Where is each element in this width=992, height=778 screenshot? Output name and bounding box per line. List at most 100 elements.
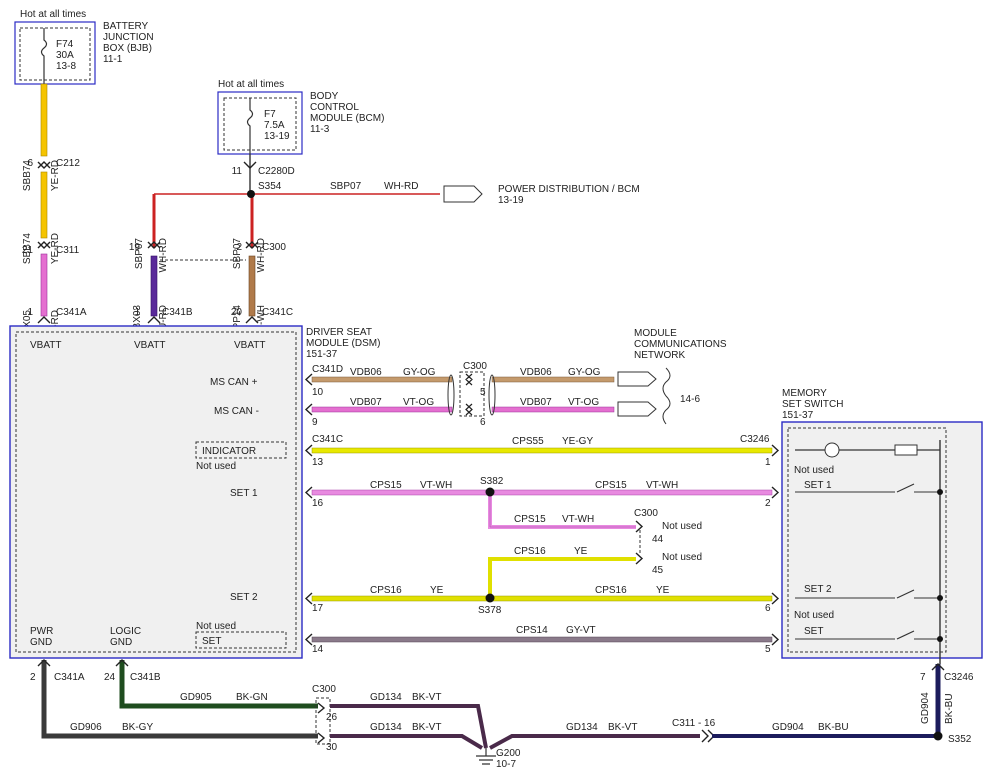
label-circuits-cps16: CPS16 <box>595 585 627 596</box>
label-circuits-ye-gy: YE-GY <box>562 436 593 447</box>
label-connectors-c311-16: C311 - 16 <box>672 718 716 729</box>
label-pins-p5: 5 <box>765 644 771 655</box>
driver-seat-module: VBATT VBATT VBATT MS CAN + MS CAN - INDI… <box>9 325 380 659</box>
label-circuits-vt-rd: VT-RD <box>50 310 61 340</box>
label-bcm-name-2: MODULE (BCM) <box>310 113 384 124</box>
label-power-dist-ref: 13-19 <box>498 195 524 206</box>
label-bcm-ref: 11-3 <box>310 124 330 135</box>
label-dsm-not-used: Not used <box>662 521 702 532</box>
label-circuits-cps15: CPS15 <box>595 480 627 491</box>
label-dsm-ref: 151-37 <box>306 349 338 360</box>
label-circuits-gd906: GD906 <box>70 722 102 733</box>
label-bcm-name-0: BODY <box>310 91 339 102</box>
label-connectors-c341d: C341D <box>312 364 343 375</box>
label-pins-p2: 2 <box>765 498 771 509</box>
label-pins-p13: 13 <box>312 457 324 468</box>
label-pins-p24: 24 <box>104 672 116 683</box>
label-mcn-name-1: COMMUNICATIONS <box>634 339 727 350</box>
label-dsm-vbatt: VBATT <box>134 340 165 351</box>
fuse-f74-rating: 30A <box>56 50 74 61</box>
label-pins-p20: 20 <box>231 307 243 318</box>
label-connectors-c300: C300 <box>463 361 487 372</box>
fuse-f74-id: F74 <box>56 39 74 50</box>
label-connectors-c341c: C341C <box>312 434 343 445</box>
label-circuits-cps55: CPS55 <box>512 436 544 447</box>
label-connectors-c341c: C341C <box>262 307 293 318</box>
label-connectors-c300: C300 <box>634 508 658 519</box>
label-pins-p11: 11 <box>232 166 243 177</box>
memory-set-switch: MEMORY SET SWITCH 151-37 Not used SET 1 … <box>781 388 983 664</box>
connector-c212: 6 C212 <box>27 158 80 169</box>
battery-junction-box: Hot at all times F74 30A 13-8 BATTERY JU… <box>14 9 154 85</box>
label-mss-not-used: Not used <box>794 610 834 621</box>
label-pins-p5: 5 <box>480 387 486 398</box>
label-dsm-set: SET <box>202 636 221 647</box>
label-pins-p1: 1 <box>27 307 33 318</box>
label-circuits-cps14: CPS14 <box>516 625 548 636</box>
label-bcm-name-1: CONTROL <box>310 102 359 113</box>
label-circuits-bn-wh: BN-WH <box>256 305 267 339</box>
splice-s378 <box>485 593 495 603</box>
bjb-name-2: JUNCTION <box>103 32 154 43</box>
label-circuits-vt-og: VT-OG <box>568 397 599 408</box>
label-mss-not-used: Not used <box>794 465 834 476</box>
splice-s354 <box>247 190 255 198</box>
label-dsm-vbatt: VBATT <box>30 340 61 351</box>
label-pins-p1: 1 <box>765 457 771 468</box>
wire-ms-can: C341D VDB06 GY-OG C300 VDB06 GY-OG 10 5 … <box>304 328 727 428</box>
label-circuits-vt-wh: VT-WH <box>562 514 594 525</box>
connector-c341a-top: 1 C341A <box>27 307 87 324</box>
label-circuits-vdb06: VDB06 <box>350 367 382 378</box>
label-circuits-wh-rd: WH-RD <box>384 181 418 192</box>
label-circuits-cpp14: CPP14 <box>232 305 243 337</box>
label-circuits-bk-gy: BK-GY <box>122 722 153 733</box>
body-control-module: Hot at all times F7 7.5A 13-19 BODY CONT… <box>217 79 384 155</box>
label-circuits-cps15: CPS15 <box>514 514 546 525</box>
label-circuits-sbb74: SBB74 <box>22 160 33 192</box>
label-connectors-c341b: C341B <box>162 307 193 318</box>
label-dsm-pwr-gnd-0: PWR <box>30 626 53 637</box>
wire-sbb74: SBB74 YE-RD SBB74 YE-RD CBX05 VT-RD <box>22 83 61 342</box>
label-pins-p2: 2 <box>30 672 36 683</box>
label-circuits-vdb07: VDB07 <box>350 397 382 408</box>
label-circuits-sbp07: SBP07 <box>232 238 243 270</box>
label-circuits-ye: YE <box>430 585 444 596</box>
label-dsm-name-0: DRIVER SEAT <box>306 327 372 338</box>
wire-cps16: CPS16 YE Not used 45 CPS16 YE CPS16 YE S… <box>304 530 780 616</box>
label-dsm-logic-gnd-1: GND <box>110 637 132 648</box>
label-circuits-vt-wh: VT-WH <box>646 480 678 491</box>
label-circuits-ye-rd: YE-RD <box>50 160 61 191</box>
label-mcn-name-2: NETWORK <box>634 350 685 361</box>
label-mcn-ref: 14-6 <box>680 394 700 405</box>
label-circuits-vdb07: VDB07 <box>520 397 552 408</box>
fuse-f7-icon <box>246 98 254 154</box>
label-dsm-vbatt: VBATT <box>234 340 265 351</box>
label-pins-p2: 2 <box>236 242 242 253</box>
label-circuits-ye: YE <box>656 585 670 596</box>
label-pins-p1: 1 <box>134 307 140 318</box>
label-circuits-gd134: GD134 <box>370 692 402 703</box>
label-circuits-cps16: CPS16 <box>514 546 546 557</box>
label-connectors-c2280d: C2280D <box>258 166 295 177</box>
label-circuits-ye: YE <box>574 546 588 557</box>
wire-cps55: C341C CPS55 YE-GY C3246 13 1 <box>304 434 780 468</box>
label-mss-set2: SET 2 <box>804 584 832 595</box>
ground-wiring: 2 C341A 24 C341B GD905 BK-GN GD906 BK-GY… <box>30 659 974 770</box>
label-dsm-name-1: MODULE (DSM) <box>306 338 380 349</box>
label-pins-p45: 45 <box>652 565 664 576</box>
connector-c300-top: 19 2 C300 CBX03 BU-RD CPP14 BN-WH 1 C341… <box>129 241 293 339</box>
wire-cps14: CPS14 GY-VT 14 5 <box>304 625 780 655</box>
label-bcm-fuse-ref: 13-19 <box>264 131 290 142</box>
label-circuits-wh-rd: WH-RD <box>256 238 267 272</box>
label-bcm-fuse-id: F7 <box>264 109 276 120</box>
label-circuits-sbp07: SBP07 <box>134 238 145 270</box>
label-circuits-bk-vt: BK-VT <box>412 692 441 703</box>
label-pins-p19: 19 <box>129 242 141 253</box>
label-pins-p7: 7 <box>920 672 926 683</box>
label-circuits-bk-gn: BK-GN <box>236 692 268 703</box>
label-bcm-fuse-rating: 7.5A <box>264 120 285 131</box>
label-circuits-gd904: GD904 <box>772 722 804 733</box>
indicator-led-icon <box>824 442 840 458</box>
label-circuits-cbx03: CBX03 <box>132 305 143 337</box>
label-circuits-vt-og: VT-OG <box>403 397 434 408</box>
